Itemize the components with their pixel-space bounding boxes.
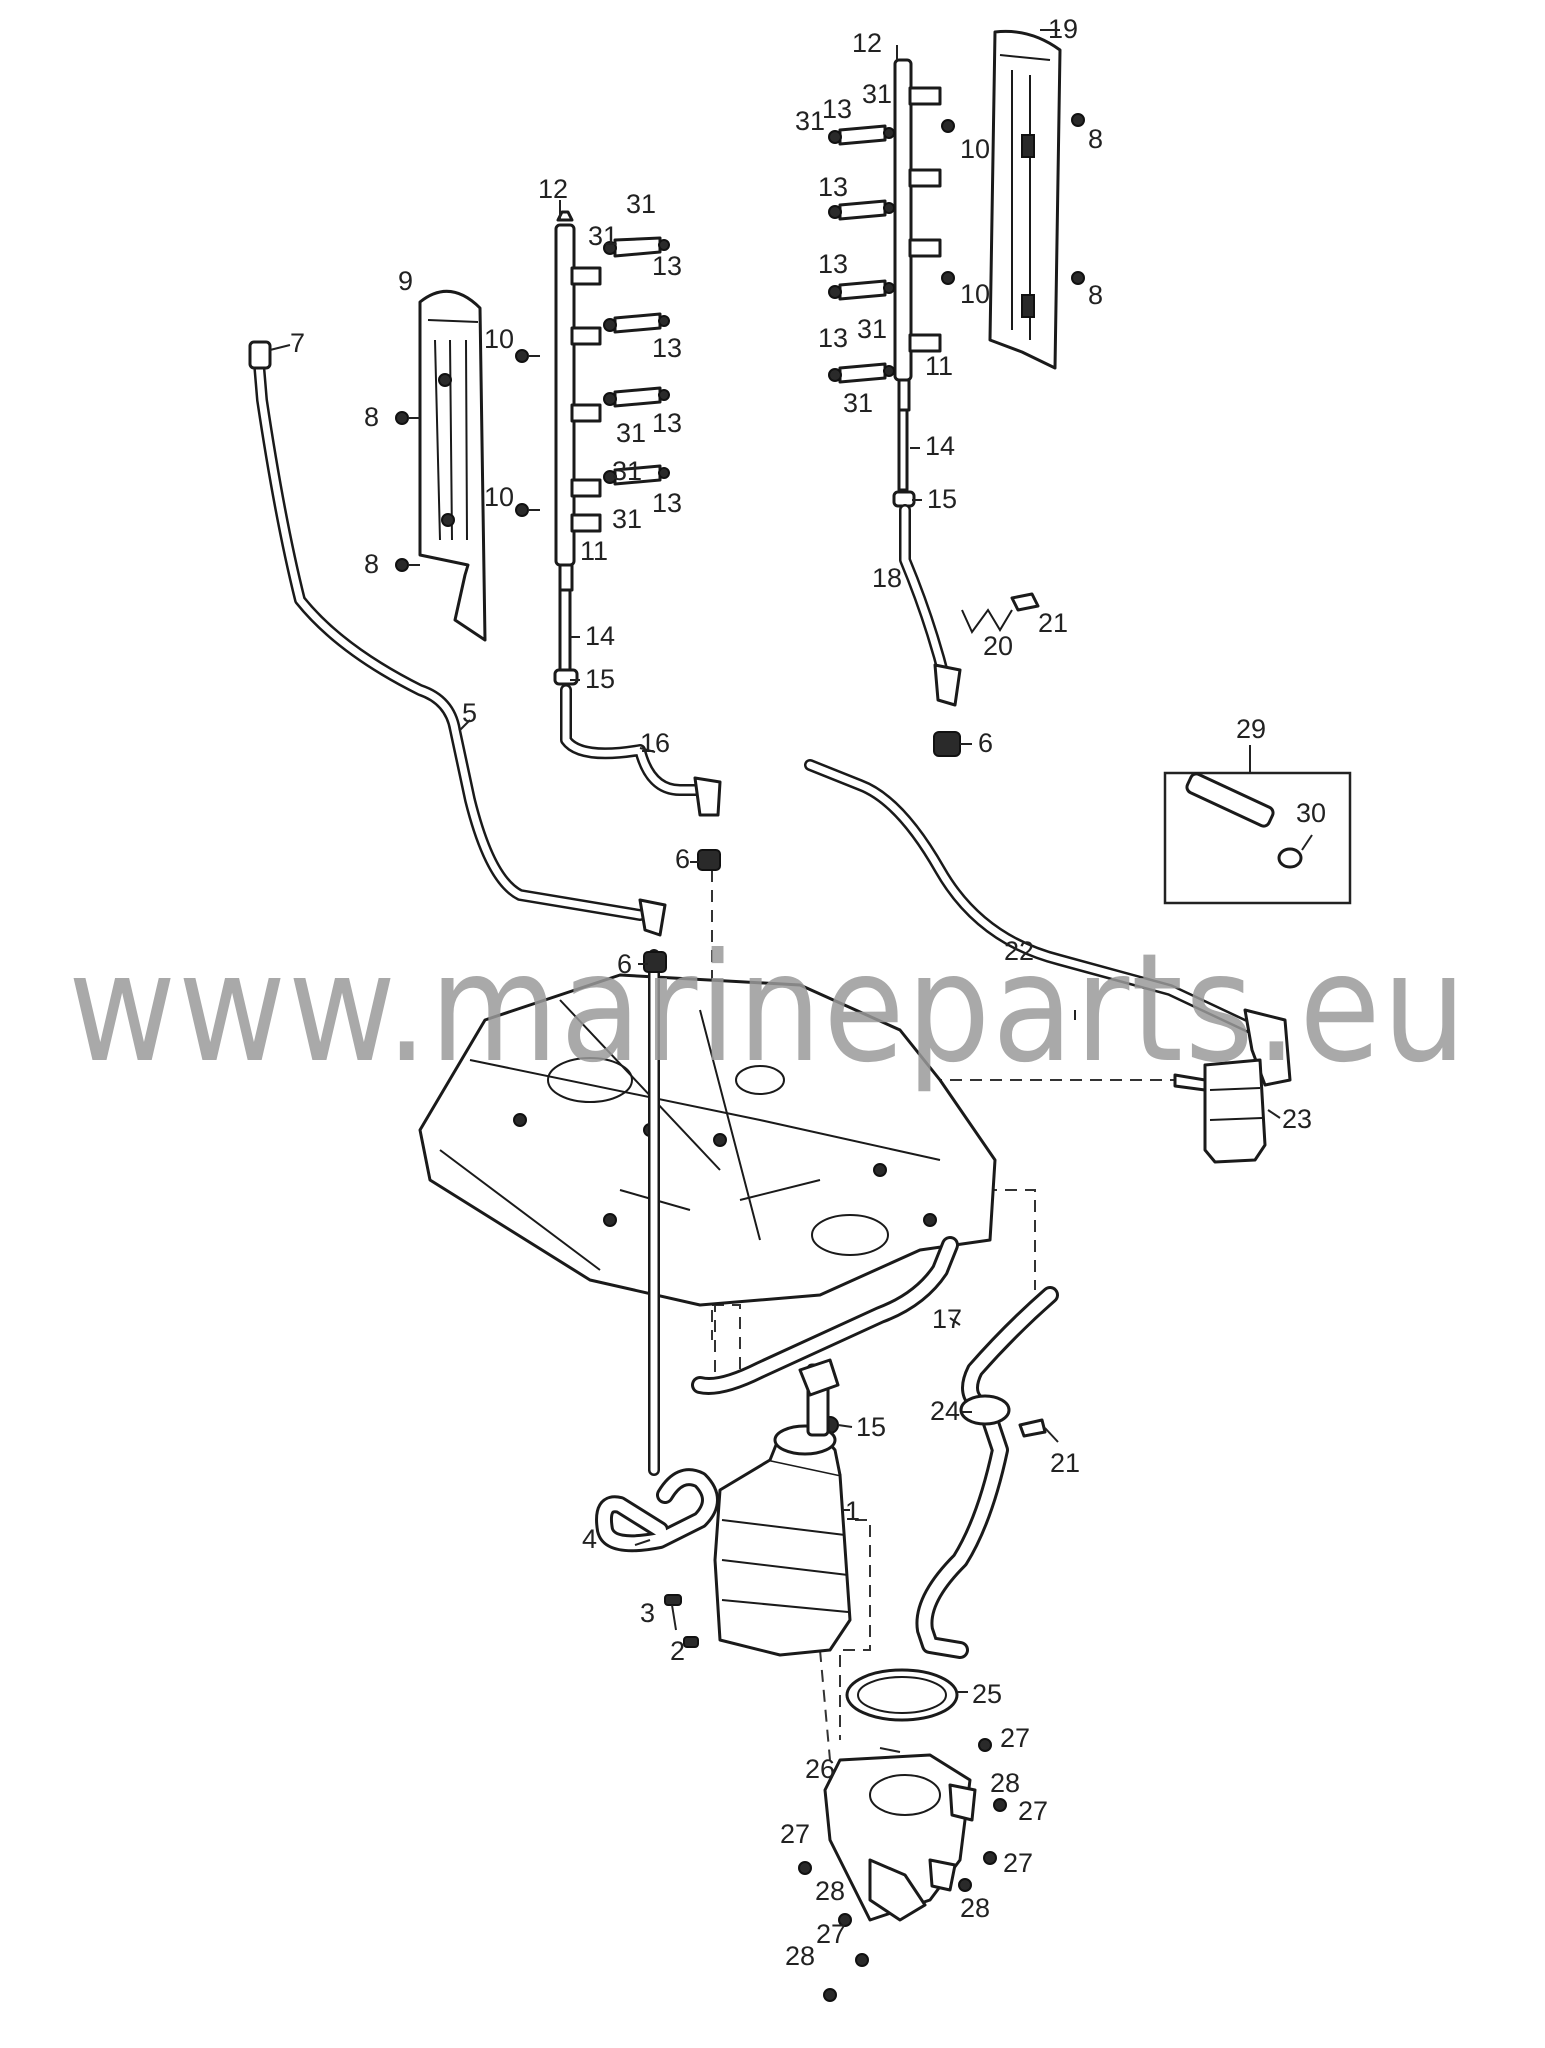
callout-28: 28	[815, 1876, 845, 1906]
callout-27: 27	[816, 1919, 846, 1949]
callout-25: 25	[972, 1679, 1002, 1709]
callout-13: 13	[818, 249, 848, 279]
callout-10: 10	[484, 324, 514, 354]
callout-28: 28	[785, 1941, 815, 1971]
callout-2: 2	[670, 1636, 685, 1666]
callout-8: 8	[1088, 124, 1103, 154]
callout-14: 14	[585, 621, 615, 651]
fittings	[643, 731, 1267, 1438]
callout-26: 26	[805, 1754, 835, 1784]
callout-20: 20	[983, 631, 1013, 661]
callout-11: 11	[925, 351, 953, 381]
callout-27: 27	[780, 1819, 810, 1849]
callout-31: 31	[626, 189, 656, 219]
watermark-text: www.marineparts.eu	[68, 922, 1468, 1096]
callout-10: 10	[960, 134, 990, 164]
callout-31: 31	[612, 456, 642, 486]
callout-28: 28	[960, 1893, 990, 1923]
callout-15: 15	[927, 484, 957, 514]
fuel-rail-right	[893, 58, 913, 382]
callout-16: 16	[640, 728, 670, 758]
callout-31: 31	[843, 388, 873, 418]
callout-17: 17	[932, 1304, 962, 1334]
callout-labels: 1 2 3 4 5 6 6 6 7 8 8 8 8 9 10 10 10 10 …	[290, 14, 1326, 1971]
callout-3: 3	[640, 1598, 655, 1628]
flange-plate	[798, 1738, 1007, 2002]
callout-8: 8	[364, 549, 379, 579]
rail-cover-left	[418, 289, 487, 642]
callout-21: 21	[1050, 1448, 1080, 1478]
callout-13: 13	[652, 251, 682, 281]
callout-5: 5	[462, 698, 477, 728]
callout-30: 30	[1296, 798, 1326, 828]
callout-10: 10	[960, 279, 990, 309]
callout-9: 9	[398, 266, 413, 296]
fuel-tank-housing	[418, 973, 997, 1307]
callout-31: 31	[862, 79, 892, 109]
rail-cover-right	[988, 29, 1062, 370]
callout-11: 11	[580, 536, 608, 566]
callout-31: 31	[795, 106, 825, 136]
callout-31: 31	[588, 221, 618, 251]
callout-6: 6	[978, 728, 993, 758]
callout-13: 13	[818, 172, 848, 202]
kit-box	[1163, 771, 1352, 905]
callout-27: 27	[1003, 1848, 1033, 1878]
callout-29: 29	[1236, 714, 1266, 744]
callout-15: 15	[856, 1412, 886, 1442]
callout-10: 10	[484, 482, 514, 512]
callout-31: 31	[857, 314, 887, 344]
callout-27: 27	[1000, 1723, 1030, 1753]
callout-24: 24	[930, 1396, 960, 1426]
fuel-pump-module	[664, 1358, 852, 1657]
callout-21: 21	[1038, 608, 1068, 638]
callout-8: 8	[364, 402, 379, 432]
callout-7: 7	[290, 328, 305, 358]
callout-12: 12	[852, 28, 882, 58]
callout-13: 13	[652, 488, 682, 518]
leader-lines	[269, 29, 1313, 1753]
callout-4: 4	[582, 1524, 597, 1554]
callout-13: 13	[822, 94, 852, 124]
callout-12: 12	[538, 174, 568, 204]
callout-22: 22	[1004, 936, 1034, 966]
callout-13: 13	[652, 333, 682, 363]
callout-6: 6	[675, 844, 690, 874]
callout-1: 1	[845, 1496, 860, 1526]
fuel-filter	[1203, 1058, 1267, 1164]
callout-15: 15	[585, 664, 615, 694]
seal-ring	[845, 1668, 959, 1722]
callout-19: 19	[1048, 14, 1078, 44]
callout-13: 13	[818, 323, 848, 353]
callout-14: 14	[925, 431, 955, 461]
callout-27: 27	[1018, 1796, 1048, 1826]
hoses	[248, 340, 1292, 1659]
callout-31: 31	[616, 418, 646, 448]
callout-18: 18	[872, 563, 902, 593]
callout-13: 13	[652, 408, 682, 438]
left-fuel-rail-assembly	[395, 210, 670, 686]
callout-28: 28	[990, 1768, 1020, 1798]
callout-31: 31	[612, 504, 642, 534]
callout-8: 8	[1088, 280, 1103, 310]
callout-6: 6	[617, 949, 632, 979]
callout-23: 23	[1282, 1104, 1312, 1134]
